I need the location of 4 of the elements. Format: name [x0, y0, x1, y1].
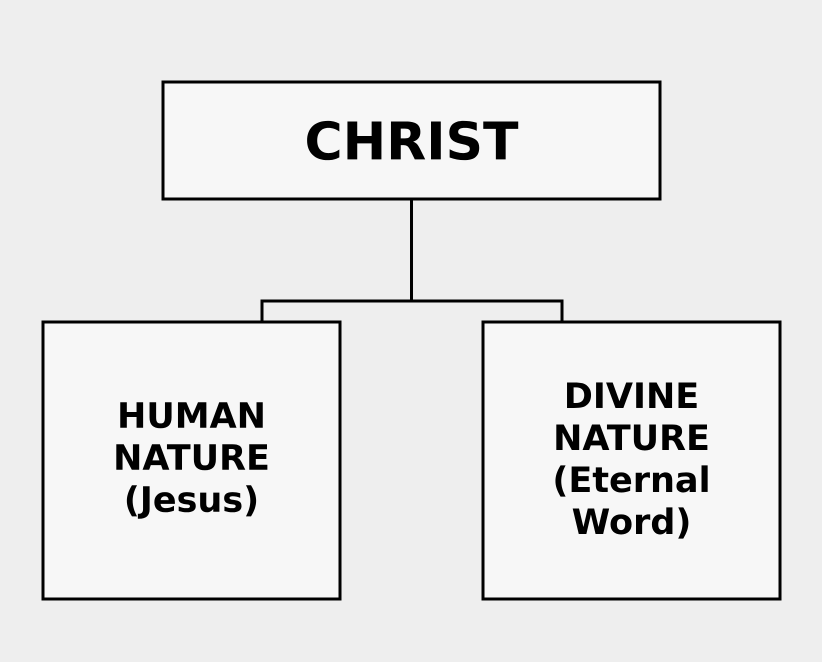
title-box: CHRIST	[162, 80, 662, 200]
connector-line	[410, 200, 564, 322]
nature-box: HUMAN NATURE (Jesus)	[42, 320, 342, 600]
nature-box: DIVINE NATURE (Eternal Word)	[482, 320, 782, 600]
